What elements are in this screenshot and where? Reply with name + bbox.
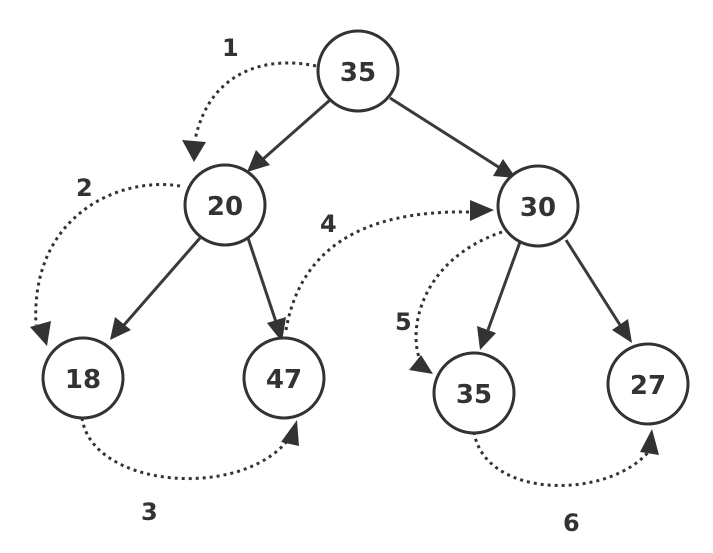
edge-root-left bbox=[261, 98, 331, 162]
traversal-arc-3-arrowhead bbox=[281, 420, 299, 446]
traversal-arc-2-arrowhead bbox=[30, 321, 51, 346]
node-left-right-circle bbox=[242, 336, 326, 420]
node-left-left-circle bbox=[41, 336, 125, 420]
node-right-value: 30 bbox=[520, 193, 556, 223]
node-left-circle bbox=[183, 163, 267, 247]
edge-left-leftleft bbox=[122, 237, 202, 326]
node-root-circle bbox=[316, 29, 400, 113]
node-left-left-value: 18 bbox=[65, 365, 101, 395]
step-label-3: 3 bbox=[141, 498, 158, 526]
node-right-circle bbox=[496, 164, 580, 248]
traversal-arc-6-arrowhead bbox=[640, 429, 659, 455]
traversal-arc-6 bbox=[472, 431, 652, 487]
edge-root-right-arrowhead bbox=[493, 159, 516, 178]
node-right-left: 35 bbox=[432, 351, 516, 435]
traversal-arc-2 bbox=[34, 183, 181, 326]
edge-left-leftright-arrowhead bbox=[267, 317, 286, 342]
node-root: 35 bbox=[316, 29, 400, 113]
step-label-5: 5 bbox=[395, 308, 412, 336]
edge-right-rightleft bbox=[486, 241, 522, 331]
traversal-arc-5-arrowhead bbox=[409, 355, 433, 374]
node-left-right-value: 47 bbox=[266, 365, 302, 395]
node-left: 20 bbox=[183, 163, 267, 247]
node-right-right-circle bbox=[606, 342, 690, 426]
node-left-right: 47 bbox=[242, 336, 326, 420]
tree-nodes: 35 20 30 18 47 35 27 bbox=[41, 29, 690, 435]
edge-right-rightright-arrowhead bbox=[612, 319, 632, 343]
node-right-left-circle bbox=[432, 351, 516, 435]
edge-root-left-arrowhead bbox=[247, 150, 270, 172]
node-left-value: 20 bbox=[207, 192, 243, 222]
step-label-6: 6 bbox=[563, 509, 580, 537]
step-label-2: 2 bbox=[76, 174, 93, 202]
traversal-step-labels: 1 2 3 4 5 6 bbox=[76, 34, 580, 537]
step-label-1: 1 bbox=[222, 34, 239, 62]
edge-right-rightright bbox=[564, 239, 622, 326]
node-right-right-value: 27 bbox=[630, 371, 666, 401]
traversal-arcs bbox=[30, 61, 659, 487]
traversal-arc-4-arrowhead bbox=[470, 200, 494, 221]
tree-edges bbox=[110, 96, 632, 350]
node-right-left-value: 35 bbox=[456, 380, 492, 410]
edge-right-rightleft-arrowhead bbox=[477, 326, 496, 350]
traversal-arc-4 bbox=[284, 210, 471, 331]
edge-left-leftleft-arrowhead bbox=[110, 317, 131, 340]
node-root-value: 35 bbox=[340, 58, 376, 88]
node-right-right: 27 bbox=[606, 342, 690, 426]
traversal-arc-3 bbox=[80, 417, 290, 481]
step-label-4: 4 bbox=[320, 210, 337, 238]
traversal-arc-5 bbox=[414, 230, 503, 361]
traversal-arc-1-arrowhead bbox=[182, 140, 206, 162]
node-left-left: 18 bbox=[41, 336, 125, 420]
edge-left-leftright bbox=[246, 237, 278, 323]
node-right: 30 bbox=[496, 164, 580, 248]
edge-root-right bbox=[389, 96, 501, 170]
